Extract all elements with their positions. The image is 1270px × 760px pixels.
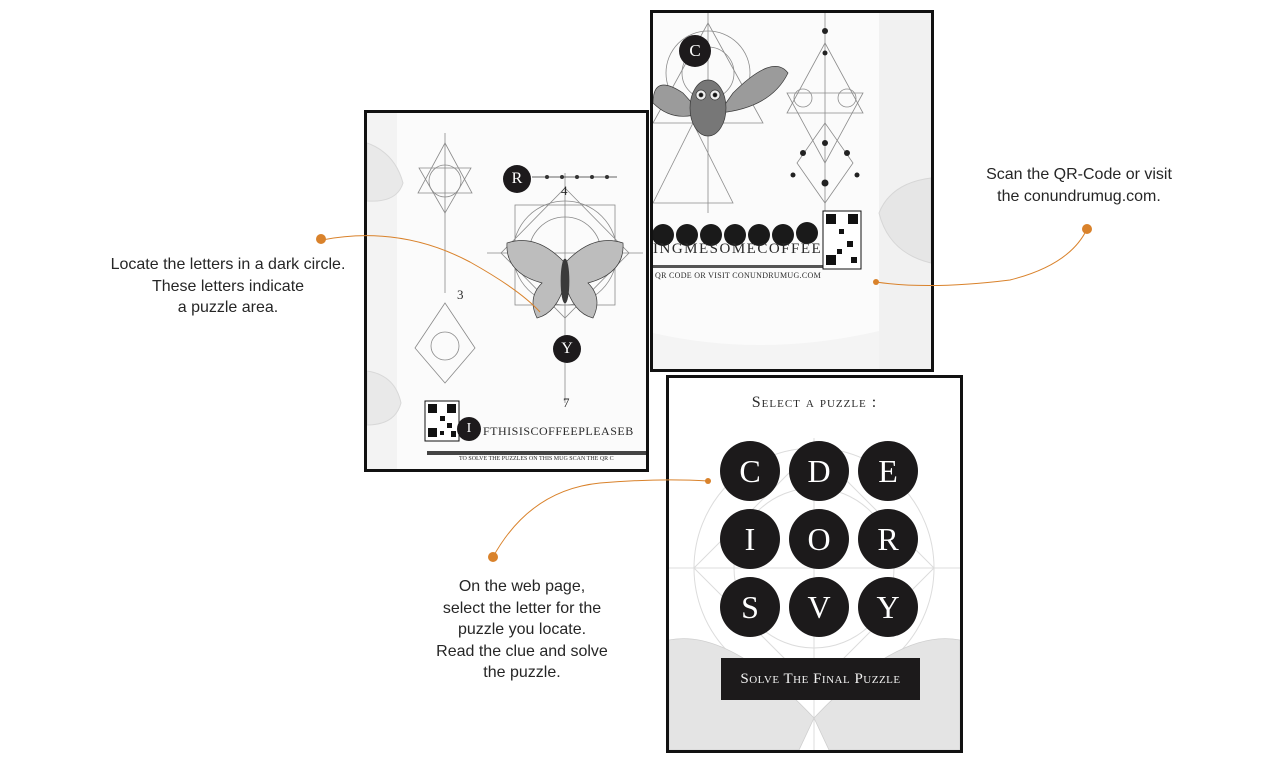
select-puzzle-title: Select a puzzle : <box>751 394 878 411</box>
mug-illustration-right <box>653 13 931 369</box>
qr-code-icon <box>424 400 460 442</box>
puzzle-button-e[interactable]: E <box>858 441 918 501</box>
mug-photo-left: R Y I 4 3 7 FTHISISCOFFEEPLEASEB TO SOLV… <box>364 110 649 472</box>
letter-disc-r: R <box>503 165 531 193</box>
web-page-screenshot: Select a puzzle : C D E I O R S V Y Solv… <box>666 375 963 753</box>
caption-line: Scan the QR-Code or visit <box>986 166 1172 183</box>
caption-line: the conundrumug.com. <box>997 187 1161 205</box>
mug-band-text-right: INGMESOMECOFFEE <box>653 241 823 257</box>
puzzle-button-r[interactable]: R <box>858 509 918 569</box>
connector-dot-scan <box>1082 224 1092 234</box>
caption-line: These letters indicate <box>151 277 305 295</box>
mug-number-7: 7 <box>563 395 570 410</box>
letter-disc-i: I <box>457 417 481 441</box>
qr-code-icon <box>822 210 862 270</box>
mug-illustration-left <box>367 113 646 469</box>
letter-disc-y: Y <box>553 335 581 363</box>
mug-photo-right: C INGMESOMECOFFEE QR CODE OR VISIT CONUN… <box>650 10 934 372</box>
mug-small-text-left: TO SOLVE THE PUZZLES ON THIS MUG SCAN TH… <box>459 456 614 462</box>
solve-final-puzzle-button[interactable]: Solve The Final Puzzle <box>721 658 920 700</box>
puzzle-button-d[interactable]: D <box>789 441 849 501</box>
caption-line: On the web page, <box>458 578 586 595</box>
puzzle-letter-grid: C D E I O R S V Y <box>720 441 920 637</box>
caption-line: a puzzle area. <box>177 299 279 316</box>
mug-number-3: 3 <box>457 287 464 302</box>
caption-line: the puzzle. <box>483 664 561 681</box>
connector-dot-web <box>488 552 498 562</box>
caption-line: puzzle you locate. <box>457 621 587 638</box>
puzzle-button-i[interactable]: I <box>720 509 780 569</box>
owl-icon <box>653 65 789 137</box>
puzzle-button-v[interactable]: V <box>789 577 849 637</box>
caption-line: Read the clue and solve <box>436 642 608 660</box>
mug-number-4: 4 <box>561 183 568 198</box>
caption-locate-letters: Locate the letters in a dark circle. The… <box>90 254 366 319</box>
caption-scan-qr: Scan the QR-Code or visit the conundrumu… <box>960 164 1198 207</box>
puzzle-button-s[interactable]: S <box>720 577 780 637</box>
letter-disc-c: C <box>679 35 711 67</box>
mug-small-text-right: QR CODE OR VISIT CONUNDRUMUG.COM <box>655 271 821 280</box>
puzzle-button-y[interactable]: Y <box>858 577 918 637</box>
caption-line: select the letter for the <box>442 599 602 617</box>
puzzle-button-o[interactable]: O <box>789 509 849 569</box>
caption-line: Locate the letters in a dark circle. <box>110 256 346 273</box>
puzzle-button-c[interactable]: C <box>720 441 780 501</box>
mug-band-text-left: FTHISISCOFFEEPLEASEB <box>483 424 634 438</box>
connector-dot-locate <box>316 234 326 244</box>
caption-web-page: On the web page, select the letter for t… <box>406 576 638 684</box>
